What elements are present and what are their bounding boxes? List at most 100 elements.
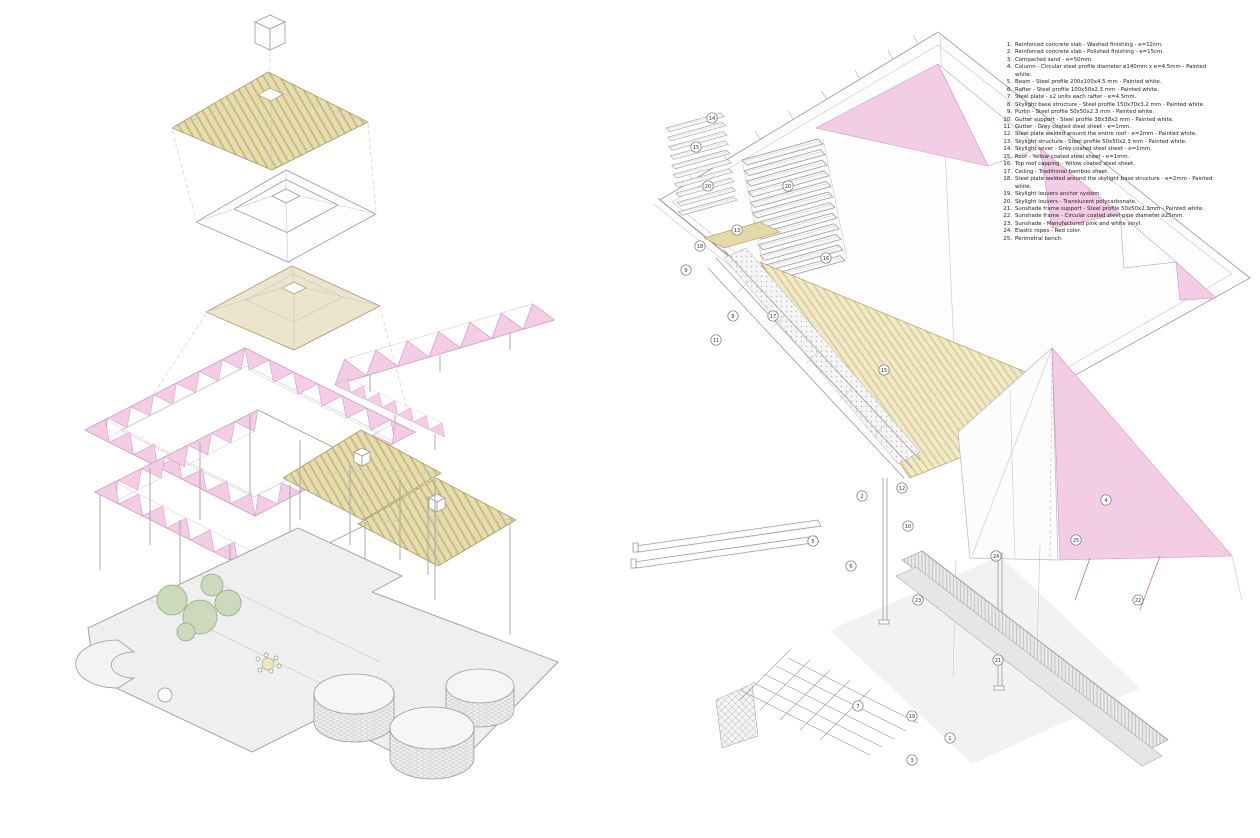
svg-text:5: 5 — [811, 539, 814, 545]
svg-text:24: 24 — [993, 554, 999, 560]
svg-text:13: 13 — [734, 228, 740, 234]
legend-item-number: 20. — [1003, 198, 1012, 205]
legend-item-text: Top roof capping - Yellow coated steel s… — [1015, 161, 1135, 168]
svg-text:19: 19 — [909, 714, 915, 720]
legend-item-number: 3. — [1006, 56, 1012, 63]
yellow-roof-layer — [171, 71, 369, 171]
svg-text:22: 22 — [1135, 598, 1141, 604]
sunshade-band-right — [328, 298, 555, 450]
callout: 23 — [912, 594, 924, 606]
svg-text:12: 12 — [899, 486, 905, 492]
legend-item: 10. Gutter support - Steel profile 38x38… — [1002, 117, 1222, 124]
callout: 6 — [845, 560, 857, 572]
legend-item: 20. Skylight louvers - Translucent polyc… — [1002, 199, 1222, 206]
legend-item-text: Sunshade frame support - Steel profile 5… — [1015, 205, 1204, 212]
callout: 24 — [990, 550, 1002, 562]
legend-item-text: Skylight louvers - Translucent polycarbo… — [1015, 198, 1137, 205]
callout: 4 — [1100, 494, 1112, 506]
svg-text:20: 20 — [785, 184, 791, 190]
svg-text:15: 15 — [693, 145, 699, 151]
legend: 1. Reinforced concrete slab - Washed fin… — [1002, 42, 1222, 243]
legend-item: 3. Compacted sand - e=50mm. — [1002, 57, 1222, 64]
legend-item-number: 18. — [1003, 176, 1012, 183]
legend-item-text: Gutter support - Steel profile 38x38x2 m… — [1015, 116, 1174, 123]
callout: 3 — [906, 754, 918, 766]
callout: 8 — [727, 310, 739, 322]
legend-item-number: 19. — [1003, 191, 1012, 198]
pavilion-roof-2 — [357, 477, 517, 567]
legend-item-number: 14. — [1003, 146, 1012, 153]
rafter-ticks — [687, 34, 919, 181]
roof-top-sunshades — [815, 63, 1217, 301]
legend-item-text: Steel plate welded around the skylight b… — [1015, 176, 1213, 190]
legend-item: 13. Skylight structure - Steel profile 5… — [1002, 139, 1222, 146]
legend-item-text: Reinforced concrete slab - Washed finish… — [1015, 42, 1163, 48]
legend-item-text: Column - Circular steel profile diameter… — [1015, 64, 1207, 78]
legend-item-text: Skylight base structure - Steel profile … — [1015, 101, 1205, 108]
ground-plan — [75, 527, 559, 780]
legend-item: 18. Steel plate welded around the skylig… — [1002, 176, 1222, 191]
exploded-axonometric-drawing — [75, 14, 559, 780]
svg-text:3: 3 — [910, 758, 913, 764]
legend-item-text: Sunshade frame - Circular coated steel p… — [1015, 213, 1184, 220]
legend-item-number: 23. — [1003, 220, 1012, 227]
legend-item-text: Skylight structure - Steel profile 50x50… — [1015, 138, 1187, 145]
legend-item: 1. Reinforced concrete slab - Washed fin… — [1002, 42, 1222, 49]
legend-item-number: 6. — [1006, 86, 1012, 93]
legend-item-number: 16. — [1003, 161, 1012, 168]
top-capping-cube — [254, 14, 286, 51]
legend-item-text: Compacted sand - e=50mm. — [1015, 56, 1093, 63]
legend-item: 19. Skylight louvers anchor system. — [1002, 191, 1222, 198]
detail-axonometric-drawing: 1415202013189168171115122105642524232221… — [630, 31, 1251, 767]
legend-item: 23. Sunshade - Manufactured pink and whi… — [1002, 221, 1222, 228]
perimetral-bench — [895, 550, 1169, 767]
legend-item-number: 8. — [1006, 101, 1012, 108]
legend-item-number: 22. — [1003, 213, 1012, 220]
callout: 1 — [944, 732, 956, 744]
legend-item: 25. Perimetral bench. — [1002, 236, 1222, 243]
callout: 5 — [807, 535, 819, 547]
svg-text:6: 6 — [849, 564, 852, 570]
legend-item-text: Ceiling - Traditional bamboo sheet. — [1015, 168, 1109, 175]
legend-item: 11. Gutter - Grey coated steel sheet - e… — [1002, 124, 1222, 131]
callout: 16 — [820, 252, 832, 264]
legend-item: 16. Top roof capping - Yellow coated ste… — [1002, 161, 1222, 168]
legend-item-text: Perimetral bench. — [1015, 235, 1063, 242]
skylight-frame-layer — [195, 169, 377, 263]
skylight-louver-stack-main — [741, 138, 848, 282]
legend-item: 4. Column - Circular steel profile diame… — [1002, 64, 1222, 79]
svg-text:21: 21 — [995, 658, 1001, 664]
legend-item-number: 1. — [1006, 42, 1012, 48]
legend-item: 15. Roof - Yellow coated steel sheet - e… — [1002, 154, 1222, 161]
table-and-chairs — [255, 652, 282, 674]
structure-beams — [707, 247, 921, 479]
pavilion-roof-1 — [282, 429, 442, 521]
sunshade-vinyl — [957, 347, 1243, 611]
legend-item: 14. Skylight cover - Grey coated steel s… — [1002, 146, 1222, 153]
legend-item: 12. Steel plate welded around the entire… — [1002, 131, 1222, 138]
legend-item-text: Purlin - Steel profile 50x50x2.3 mm - Pa… — [1015, 109, 1155, 116]
legend-item: 5. Beam - Steel profile 200x100x4.5 mm -… — [1002, 79, 1222, 86]
legend-item-number: 7. — [1006, 94, 1012, 101]
callout: 7 — [852, 700, 864, 712]
legend-item: 2. Reinforced concrete slab - Polished f… — [1002, 49, 1222, 56]
legend-item-text: Steel plate - x2 units each rafter - e=4… — [1015, 94, 1137, 101]
callout: 20 — [702, 180, 714, 192]
circular-rooms — [313, 668, 515, 780]
legend-item: 17. Ceiling - Traditional bamboo sheet. — [1002, 169, 1222, 176]
foundation-detail — [715, 649, 919, 756]
legend-item: 7. Steel plate - x2 units each rafter - … — [1002, 94, 1222, 101]
legend-item-text: Reinforced concrete slab - Polished fini… — [1015, 49, 1164, 56]
callout: 19 — [906, 710, 918, 722]
callout: 2 — [856, 490, 868, 502]
callout: 11 — [710, 334, 722, 346]
callout: 15 — [878, 364, 890, 376]
callout: 21 — [992, 654, 1004, 666]
callout: 17 — [767, 310, 779, 322]
callout: 14 — [706, 112, 718, 124]
legend-item: 24. Elastic ropes - Red color. — [1002, 228, 1222, 235]
curved-wall — [75, 639, 173, 703]
cast-shadow — [830, 556, 1140, 764]
